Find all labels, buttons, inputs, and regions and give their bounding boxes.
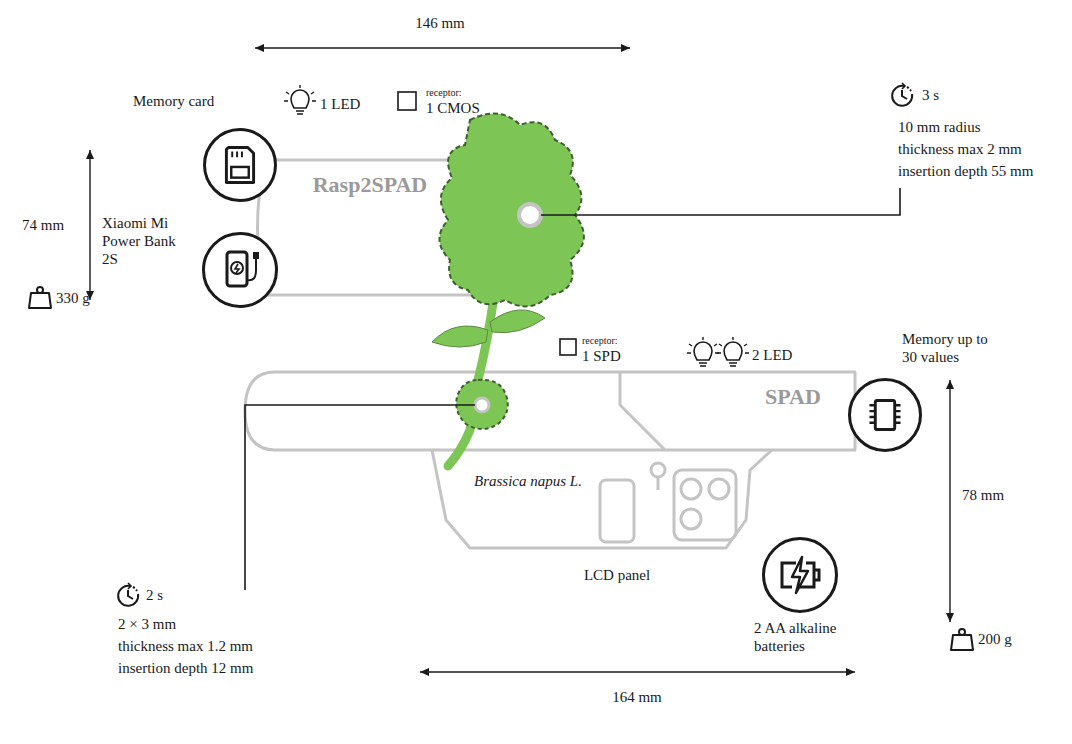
time-label: 2 s: [146, 586, 163, 604]
dimension-label: 164 mm: [612, 688, 662, 706]
device-name: SPAD: [765, 384, 821, 410]
battery-icon: 2 AA alkaline batteries: [762, 537, 838, 613]
receptor-label: receptor:: [426, 86, 462, 99]
card-glyph: [206, 131, 274, 199]
device-housing: SPAD: [245, 372, 855, 450]
time-label: 3 s: [922, 86, 939, 104]
device-housing: Rasp2SPAD: [260, 160, 530, 295]
aperture-note: 2 × 3 mm: [118, 615, 176, 633]
chip-glyph: [851, 381, 919, 449]
dimension-label: 146 mm: [415, 14, 465, 32]
bank-glyph: [205, 235, 275, 305]
part-label: Memory up to 30 values: [902, 330, 1002, 366]
aperture-note: thickness max 1.2 mm: [118, 637, 253, 655]
dimension-label: 74 mm: [22, 216, 64, 234]
receptor-label: receptor:: [582, 334, 618, 347]
aperture-note: 10 mm radius: [898, 118, 981, 136]
receptor-label: 1 CMOS: [426, 99, 480, 117]
weight-label: 200 g: [978, 630, 1012, 648]
power-bank-icon: Xiaomi Mi Power Bank 2S: [202, 232, 278, 308]
species-label: Brassica napus L.: [474, 472, 582, 490]
aperture-note: insertion depth 12 mm: [118, 659, 253, 677]
led-label: 1 LED: [320, 95, 360, 113]
dimension-label: 78 mm: [962, 486, 1004, 504]
aperture-note: thickness max 2 mm: [898, 140, 1022, 158]
receptor-label: 1 SPD: [582, 347, 621, 365]
led-label: 2 LED: [752, 346, 792, 364]
memory-chip-icon: Memory up to 30 values: [848, 378, 922, 452]
device-name: Rasp2SPAD: [313, 172, 428, 198]
memory-card-icon: Memory card: [203, 128, 277, 202]
part-label: Memory card: [133, 92, 214, 110]
part-label: 2 AA alkaline batteries: [754, 619, 874, 655]
aperture-note: insertion depth 55 mm: [898, 162, 1033, 180]
battery-glyph: [765, 540, 835, 610]
weight-label: 330 g: [56, 289, 90, 307]
part-label: LCD panel: [584, 566, 650, 584]
part-label: Xiaomi Mi Power Bank 2S: [102, 214, 194, 268]
